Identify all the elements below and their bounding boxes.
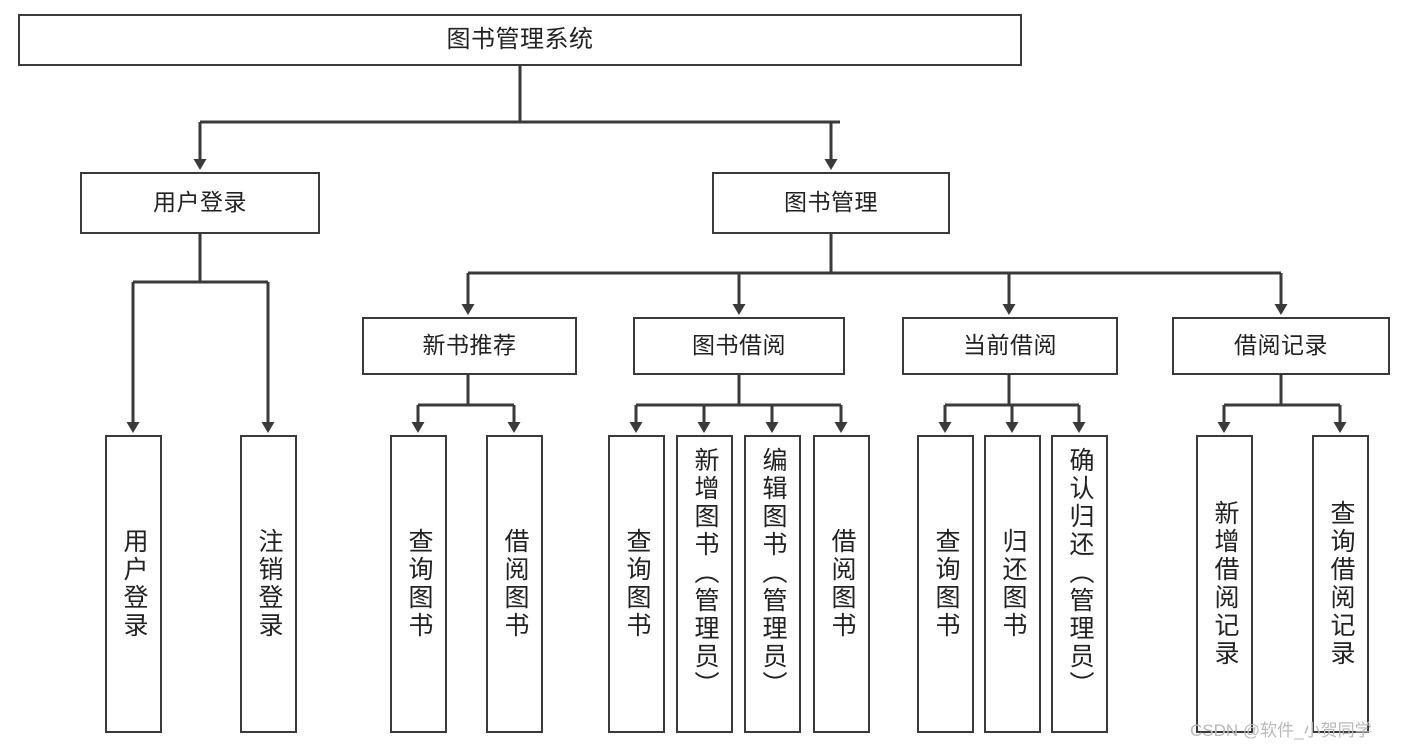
leaf-edit-book-admin[interactable]: 编辑图书（管理员）	[744, 435, 801, 733]
leaf-borrow-book-recommend[interactable]: 借阅图书	[486, 435, 543, 733]
node-book-borrow[interactable]: 图书借阅	[633, 317, 845, 375]
leaf-query-book-recommend[interactable]: 查询图书	[390, 435, 447, 733]
node-label: 查询借阅记录	[1327, 500, 1355, 668]
node-label: 借阅图书	[501, 528, 529, 640]
node-label: 图书管理	[784, 189, 878, 216]
node-label: 新增图书（管理员）	[691, 447, 719, 699]
leaf-query-book-current[interactable]: 查询图书	[917, 435, 974, 733]
leaf-borrow-book[interactable]: 借阅图书	[813, 435, 870, 733]
node-label: 借阅图书	[828, 528, 856, 640]
node-label: 查询图书	[932, 528, 960, 640]
node-label: 编辑图书（管理员）	[759, 447, 787, 699]
node-new-book-recommend[interactable]: 新书推荐	[362, 317, 577, 375]
leaf-query-book-borrow[interactable]: 查询图书	[608, 435, 665, 733]
leaf-user-login[interactable]: 用户登录	[105, 435, 162, 733]
node-user-login[interactable]: 用户登录	[80, 172, 320, 234]
node-label: 确认归还（管理员）	[1066, 447, 1094, 699]
leaf-query-borrow-record[interactable]: 查询借阅记录	[1312, 435, 1369, 733]
leaf-logout[interactable]: 注销登录	[240, 435, 297, 733]
node-label: 归还图书	[999, 528, 1027, 640]
csdn-watermark: CSDN @软件_小贺同学	[1190, 721, 1372, 740]
node-label: 当前借阅	[963, 332, 1057, 359]
node-label: 用户登录	[120, 528, 148, 640]
node-label: 查询图书	[623, 528, 651, 640]
node-label: 查询图书	[405, 528, 433, 640]
node-book-management[interactable]: 图书管理	[712, 172, 950, 234]
leaf-return-book[interactable]: 归还图书	[984, 435, 1041, 733]
node-label: 新书推荐	[422, 332, 517, 359]
node-label: 注销登录	[255, 528, 283, 640]
node-label: 图书借阅	[692, 332, 786, 359]
leaf-add-book-admin[interactable]: 新增图书（管理员）	[676, 435, 733, 733]
node-borrow-record[interactable]: 借阅记录	[1172, 317, 1390, 375]
node-label: 用户登录	[153, 189, 247, 216]
node-label: 图书管理系统	[446, 25, 594, 53]
leaf-add-borrow-record[interactable]: 新增借阅记录	[1196, 435, 1253, 733]
node-root-system[interactable]: 图书管理系统	[18, 14, 1022, 66]
node-current-borrow[interactable]: 当前借阅	[902, 317, 1118, 375]
node-label: 新增借阅记录	[1211, 500, 1239, 668]
leaf-confirm-return-admin[interactable]: 确认归还（管理员）	[1051, 435, 1108, 733]
node-label: 借阅记录	[1234, 332, 1328, 359]
